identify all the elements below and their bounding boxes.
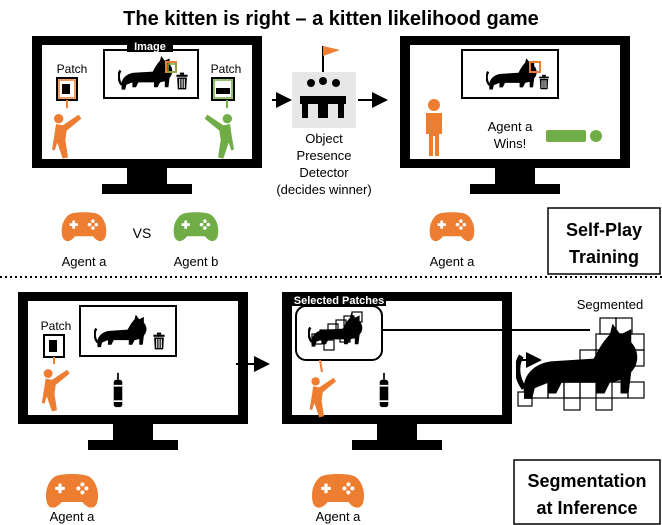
judge-panel-icon <box>300 46 346 118</box>
wins-label-1: Agent a <box>488 119 534 134</box>
image-label: Image <box>134 41 166 53</box>
agent-b-label: Agent b <box>174 254 219 269</box>
detector-label-4: (decides winner) <box>276 182 371 197</box>
gamepad-icon <box>429 212 475 242</box>
cat-icon <box>518 324 638 399</box>
gamepad-icon <box>61 212 107 242</box>
detector-label-1: Object <box>305 131 343 146</box>
patch-grid <box>311 311 363 351</box>
patch-label-left: Patch <box>57 62 88 76</box>
patch-label-right: Patch <box>211 62 242 76</box>
gamepad-icon <box>173 212 219 242</box>
detector-label-3: Detector <box>299 165 349 180</box>
diagram-title: The kitten is right – a kitten likelihoo… <box>123 8 539 30</box>
trash-icon <box>539 74 549 90</box>
segmented-label: Segmented <box>577 297 644 312</box>
trash-icon <box>153 332 165 350</box>
person-icon <box>546 130 602 142</box>
agent-a-label-right: Agent a <box>430 254 476 269</box>
wins-label-2: Wins! <box>494 136 527 151</box>
segment-grid <box>517 317 645 411</box>
seg-label-1: Segmentation <box>527 471 646 491</box>
agent-a-label: Agent a <box>62 254 108 269</box>
agent-a-label-bottom-mid: Agent a <box>316 509 362 524</box>
person-icon <box>426 99 442 156</box>
segmentation-box <box>513 459 661 525</box>
patch-label-bottom: Patch <box>41 319 72 333</box>
gamepad-icon <box>311 474 365 508</box>
gamepad-icon <box>45 474 99 508</box>
selected-patches-label: Selected Patches <box>294 295 385 307</box>
vs-label: VS <box>133 225 152 241</box>
selfplay-box <box>547 207 661 275</box>
detector-label-2: Presence <box>297 148 352 163</box>
selfplay-label-1: Self-Play <box>566 220 642 240</box>
selfplay-label-2: Training <box>569 247 639 267</box>
seg-label-2: at Inference <box>536 498 637 518</box>
agent-a-label-bottom-left: Agent a <box>50 509 96 524</box>
trash-icon <box>176 72 188 90</box>
flag-icon <box>323 46 340 56</box>
